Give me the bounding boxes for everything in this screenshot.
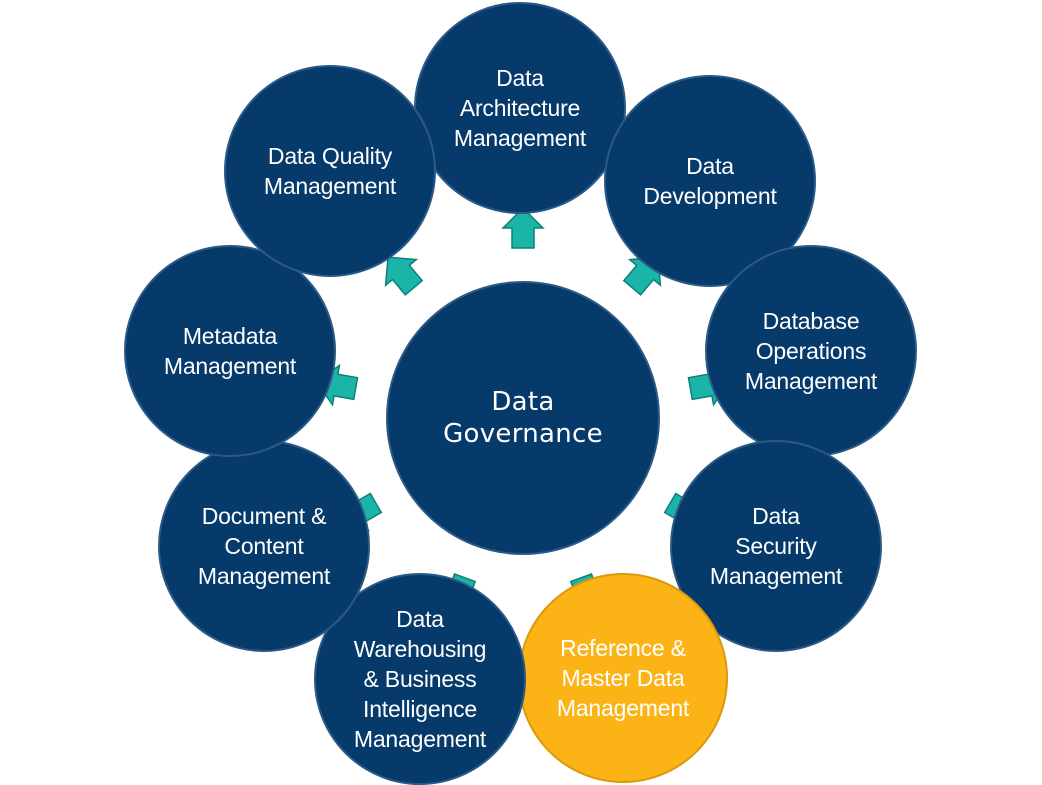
node-document-content-management: Document & Content Management <box>158 440 370 652</box>
node-label-line: Intelligence <box>363 696 477 722</box>
node-database-operations-management: Database Operations Management <box>705 245 917 457</box>
node-metadata-management: Metadata Management <box>124 245 336 457</box>
node-label-line: Management <box>453 125 587 151</box>
node-label-line: Security <box>735 533 817 559</box>
node-label-line: Data <box>496 65 544 91</box>
node-label-line: Management <box>197 563 331 589</box>
node-label-line: Data <box>752 503 800 529</box>
node-label-line: Architecture <box>459 95 581 121</box>
node-label-line: Development <box>643 183 777 209</box>
node-label-line: Management <box>556 695 690 721</box>
node-label-line: Metadata <box>182 323 278 349</box>
node-label-line: Management <box>353 726 487 752</box>
node-label-line: Database <box>762 308 860 334</box>
outward-arrow-icon <box>384 256 424 296</box>
node-reference-master-data-management: Reference & Master Data Management <box>518 573 728 783</box>
node-label-line: Master Data <box>561 665 685 691</box>
node-label-line: Reference & <box>560 635 686 661</box>
node-data-quality-management: Data Quality Management <box>224 65 436 277</box>
node-label-line: Content <box>224 533 304 559</box>
node-label-line: Document & <box>201 503 327 529</box>
node-data-security-management: Data Security Management <box>670 440 882 652</box>
node-label-line: Management <box>163 353 297 379</box>
node-label-line: Data Quality <box>267 143 393 169</box>
node-data-architecture-management: Data Architecture Management <box>414 2 626 214</box>
node-label-line: Management <box>709 563 843 589</box>
node-label-line: Operations <box>755 338 867 364</box>
node-label-line: Management <box>263 173 397 199</box>
node-label-line: Data <box>686 153 734 179</box>
node-label-line: & Business <box>363 666 477 692</box>
center-label-line-1: Data <box>491 387 555 417</box>
outward-arrow-icon <box>501 206 545 249</box>
center-node-data-governance: Data Governance <box>386 281 660 555</box>
center-label-line-2: Governance <box>443 419 603 449</box>
node-label-line: Data <box>396 606 444 632</box>
node-label-line: Management <box>744 368 878 394</box>
node-label-line: Warehousing <box>353 636 487 662</box>
